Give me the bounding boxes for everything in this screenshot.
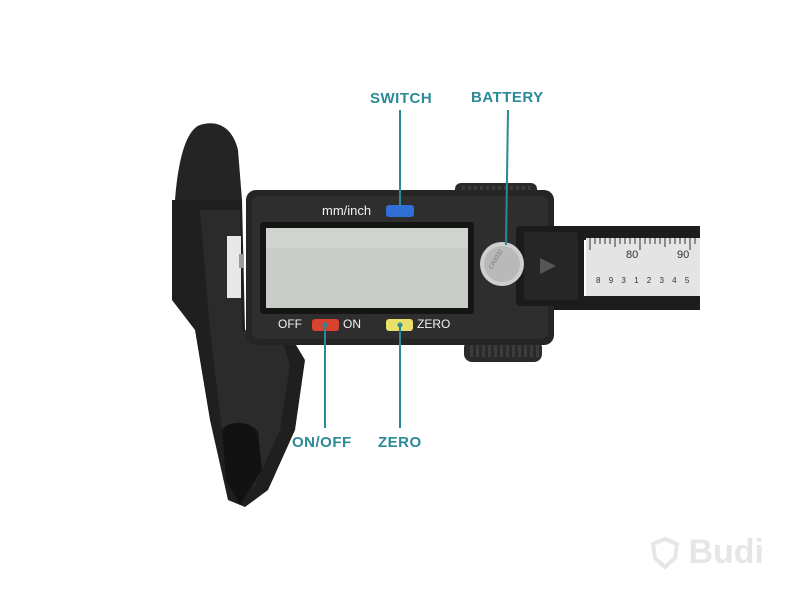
battery-coin-inner <box>484 246 520 282</box>
onoff-leader-dot <box>322 322 328 328</box>
off-label: OFF <box>278 317 302 331</box>
zero-leader-dot <box>397 322 403 328</box>
wheel-ridge <box>494 345 497 357</box>
vernier-number: 2 <box>646 276 655 285</box>
wheel-bottom-ridges <box>470 345 539 357</box>
wheel-ridge <box>500 345 503 357</box>
wheel-ridge <box>482 345 485 357</box>
wheel-ridge <box>506 345 509 357</box>
vernier-number: 9 <box>608 276 617 285</box>
lock-arrow-icon <box>540 258 556 274</box>
vernier-numbers: 8 9 3 1 2 3 4 5 <box>596 276 692 285</box>
vernier-number: 3 <box>621 276 629 285</box>
scale-number-80: 80 <box>626 249 639 261</box>
battery-leader-line <box>505 109 509 246</box>
wheel-ridge <box>476 345 479 357</box>
jaw-inner-shade <box>200 210 290 495</box>
on-label: ON <box>343 317 361 331</box>
scale-ticks <box>589 238 696 250</box>
unit-switch-button[interactable] <box>386 205 414 217</box>
vernier-number: 8 <box>596 276 604 285</box>
lcd-glare <box>266 228 468 248</box>
slot-marker <box>239 254 244 268</box>
shield-icon <box>651 536 680 570</box>
watermark: Budi <box>648 533 764 572</box>
wheel-ridge <box>488 345 491 357</box>
wheel-ridge <box>518 345 521 357</box>
vernier-number: 5 <box>684 276 693 285</box>
wheel-ridge <box>530 345 533 357</box>
onoff-callout: ON/OFF <box>292 434 352 451</box>
zero-callout: ZERO <box>378 434 422 451</box>
switch-callout: SWITCH <box>370 90 433 107</box>
zero-label: ZERO <box>417 317 451 331</box>
vernier-number: 4 <box>672 276 680 285</box>
watermark-text: Budi <box>688 533 764 571</box>
vernier-number: 3 <box>659 276 667 285</box>
battery-callout: BATTERY <box>471 89 544 106</box>
wheel-ridge <box>470 345 473 357</box>
jaw-tip <box>222 422 262 505</box>
steel-scale <box>586 238 700 298</box>
vernier-number: 1 <box>634 276 642 285</box>
unit-label: mm/inch <box>322 203 372 218</box>
wheel-ridge <box>524 345 527 357</box>
wheel-ridge <box>512 345 515 357</box>
wheel-ridge <box>536 345 539 357</box>
scale-number-90: 90 <box>677 249 690 261</box>
jaw-slot <box>227 236 241 298</box>
